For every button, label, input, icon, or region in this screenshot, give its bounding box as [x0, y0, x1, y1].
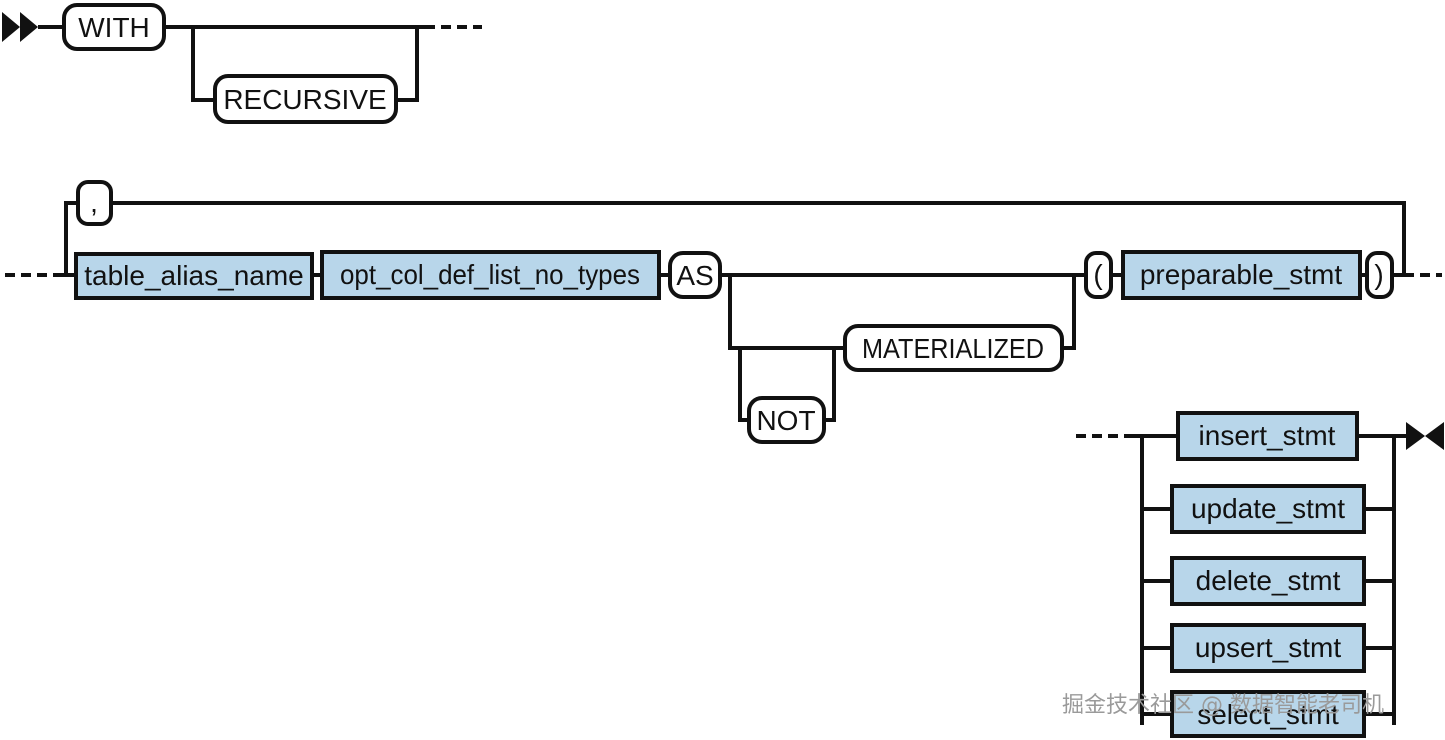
watermark-text: 掘金技术社区 @ 数据智能老司机 [1062, 693, 1384, 718]
nonterminal-upsert-stmt-label: upsert_stmt [1195, 632, 1341, 663]
keyword-materialized-label: MATERIALIZED [862, 333, 1044, 364]
keyword-rparen-label: ) [1374, 259, 1383, 290]
row1-lines [38, 25, 482, 102]
keyword-comma-label: , [90, 187, 98, 218]
keyword-comma: , [76, 180, 113, 226]
keyword-lparen: ( [1084, 251, 1113, 299]
row2-lines [5, 201, 1442, 422]
nonterminal-table-alias-name: table_alias_name [74, 252, 314, 300]
nonterminal-opt-col-def-list-no-types-label: opt_col_def_list_no_types [340, 259, 640, 290]
nonterminal-select-stmt-label: select_stmt [1197, 699, 1339, 730]
keyword-recursive: RECURSIVE [213, 74, 398, 124]
keyword-not-label: NOT [756, 405, 815, 436]
nonterminal-update-stmt-label: update_stmt [1191, 493, 1345, 524]
keyword-lparen-label: ( [1093, 259, 1103, 290]
nonterminal-delete-stmt: delete_stmt [1170, 556, 1366, 606]
start-marker [2, 12, 38, 42]
nonterminal-delete-stmt-label: delete_stmt [1196, 565, 1341, 596]
keyword-as-label: AS [676, 260, 713, 291]
nonterminal-table-alias-name-label: table_alias_name [84, 260, 304, 291]
row3-lines [1076, 434, 1406, 725]
nonterminal-insert-stmt-label: insert_stmt [1199, 420, 1336, 451]
keyword-with: WITH [62, 3, 166, 51]
end-marker [1406, 422, 1444, 450]
keyword-with-label: WITH [78, 12, 150, 43]
keyword-as: AS [668, 251, 722, 299]
nonterminal-preparable-stmt-label: preparable_stmt [1140, 259, 1343, 290]
nonterminal-preparable-stmt: preparable_stmt [1121, 250, 1362, 300]
nonterminal-update-stmt: update_stmt [1170, 484, 1366, 534]
keyword-not: NOT [747, 396, 826, 444]
nonterminal-opt-col-def-list-no-types: opt_col_def_list_no_types [320, 250, 661, 300]
keyword-materialized: MATERIALIZED [843, 324, 1064, 372]
keyword-rparen: ) [1365, 251, 1394, 299]
nonterminal-upsert-stmt: upsert_stmt [1170, 623, 1366, 673]
nonterminal-insert-stmt: insert_stmt [1176, 411, 1359, 461]
nonterminal-select-stmt: select_stmt [1170, 690, 1366, 738]
keyword-recursive-label: RECURSIVE [223, 84, 386, 115]
